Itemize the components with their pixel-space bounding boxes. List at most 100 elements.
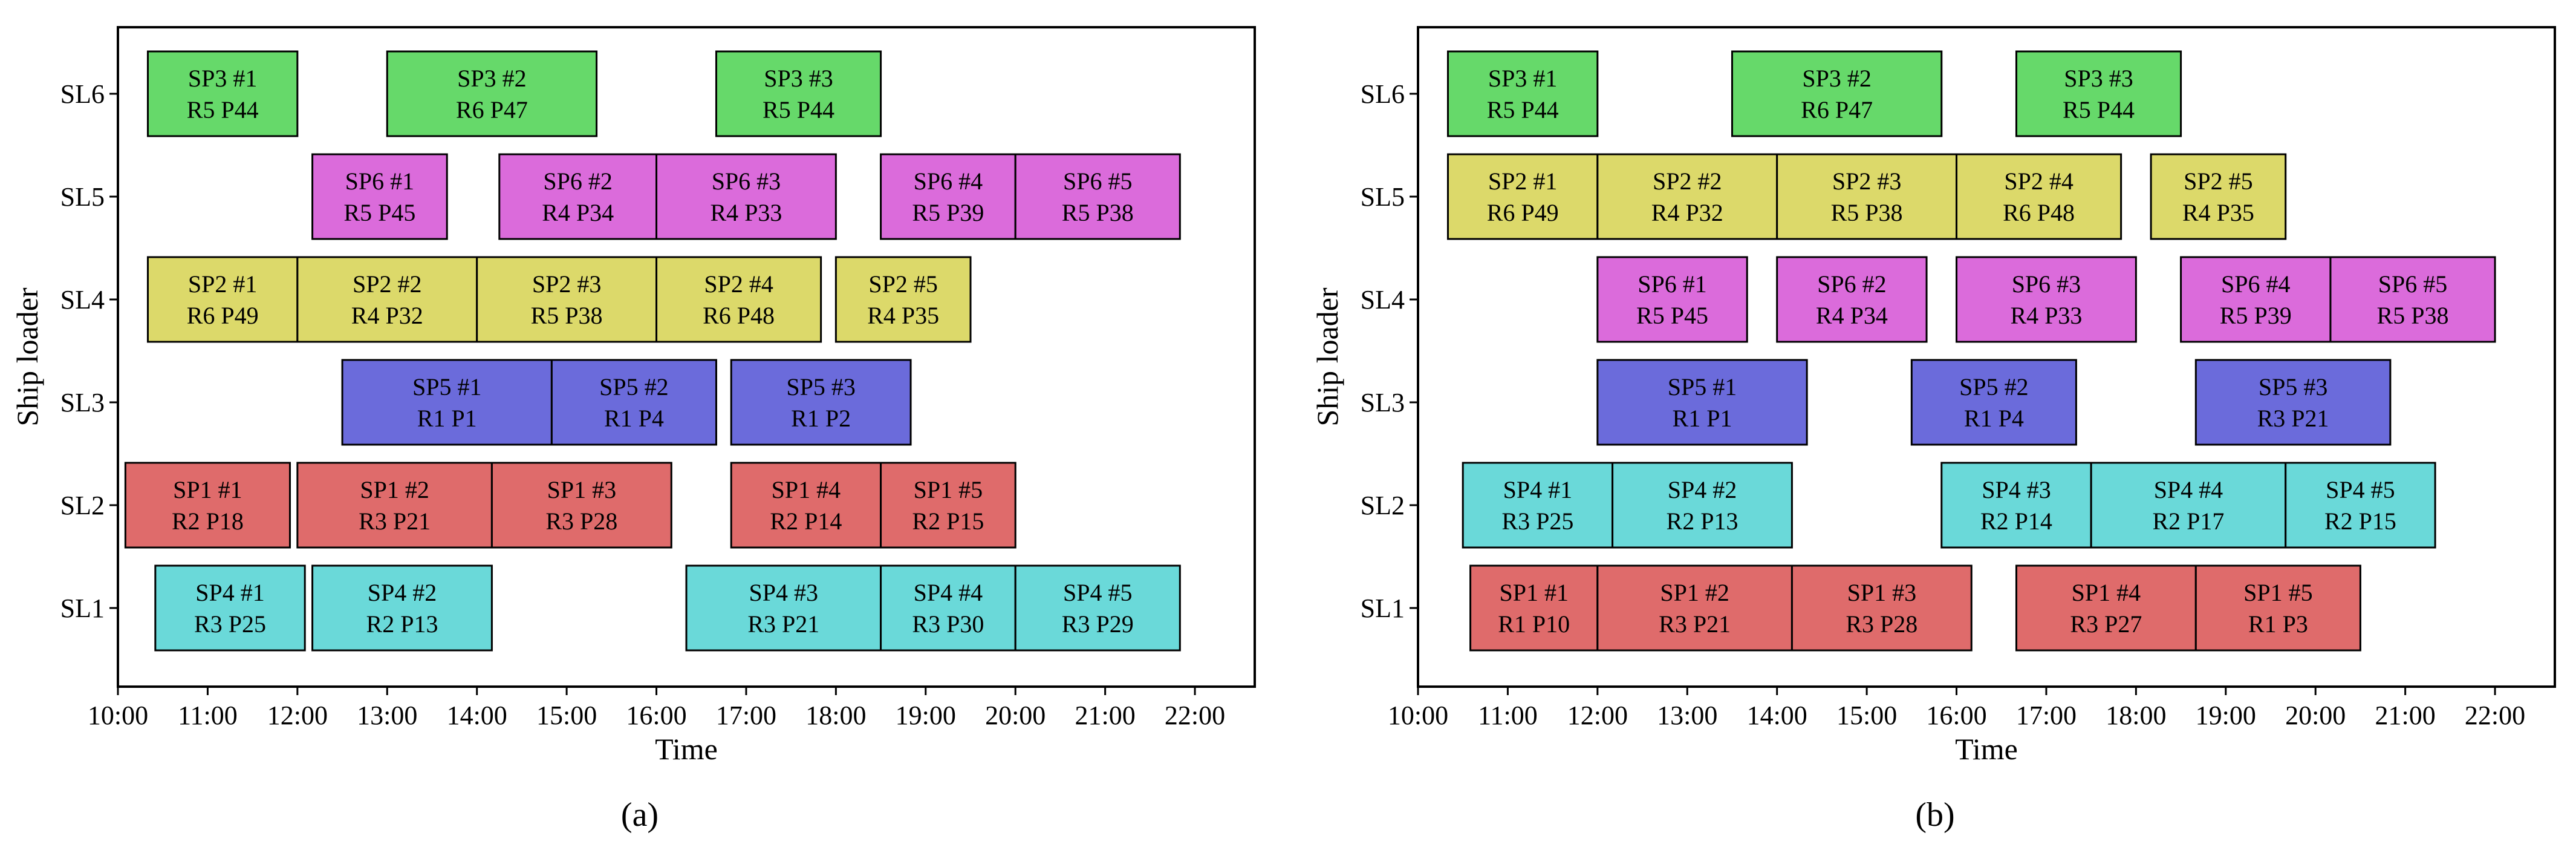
- bar-label-id: SP2 #5: [2184, 168, 2253, 195]
- gantt-bar: SP5 #2R1 P4: [550, 359, 717, 446]
- bar-label-id: SP1 #4: [772, 476, 841, 503]
- bar-label-detail: R1 P3: [2248, 610, 2308, 638]
- bar-label-detail: R6 P47: [1801, 96, 1873, 123]
- bar-rect: [730, 462, 882, 549]
- bar-rect: [1446, 50, 1599, 137]
- bar-label-detail: R2 P14: [1980, 508, 2052, 535]
- bar-label-id: SP6 #2: [543, 168, 613, 195]
- y-tick-label: SL2: [1361, 491, 1405, 520]
- gantt-bar: SP3 #2R6 P47: [386, 50, 598, 137]
- bar-label-detail: R3 P29: [1062, 610, 1134, 638]
- y-axis-title: Ship loader: [10, 287, 44, 426]
- gantt-bar: SP2 #3R5 P38: [476, 256, 658, 343]
- gantt-bar: SP1 #3R3 P28: [490, 462, 672, 549]
- bar-label-detail: R6 P48: [703, 302, 775, 329]
- bar-label-id: SP5 #3: [786, 373, 856, 400]
- bar-label-detail: R5 P45: [343, 199, 415, 226]
- gantt-bar: SP6 #2R4 P34: [498, 153, 658, 240]
- gantt-bar: SP4 #3R2 P14: [1940, 462, 2092, 549]
- bar-rect: [2180, 256, 2332, 343]
- bar-label-id: SP1 #2: [1660, 579, 1729, 606]
- bar-rect: [1014, 564, 1181, 652]
- x-tick-label: 18:00: [805, 701, 866, 730]
- bar-label-id: SP4 #1: [195, 579, 265, 606]
- x-tick-label: 17:00: [2016, 701, 2077, 730]
- bar-label-id: SP3 #1: [1488, 65, 1558, 92]
- bar-rect: [2090, 462, 2287, 549]
- gantt-bar: SP4 #1R3 P25: [1462, 462, 1614, 549]
- bar-rect: [2329, 256, 2496, 343]
- bar-label-id: SP6 #4: [2221, 270, 2291, 298]
- gantt-bar: SP1 #3 R3 P28: [1791, 564, 1973, 652]
- bar-rect: [655, 256, 822, 343]
- gantt-bar: SP1 #1R1 P10: [1469, 564, 1599, 652]
- x-tick-label: 18:00: [2106, 701, 2166, 730]
- bar-label-id: SP1 #3: [1847, 579, 1917, 606]
- bar-label-id: SP1 #1: [1499, 579, 1569, 606]
- x-tick-label: 16:00: [626, 701, 686, 730]
- bar-rect: [1910, 359, 2077, 446]
- gantt-bar: SP1 #2R3 P21: [296, 462, 493, 549]
- bar-rect: [1446, 153, 1599, 240]
- x-tick-label: 22:00: [2465, 701, 2525, 730]
- panel-label: (a): [621, 796, 659, 834]
- bar-label-detail: R5 P39: [912, 199, 984, 226]
- x-tick-label: 11:00: [178, 701, 238, 730]
- x-axis-title: Time: [1955, 732, 2018, 766]
- bar-label-id: SP1 #4: [2072, 579, 2141, 606]
- bar-label-id: SP1 #5: [2243, 579, 2313, 606]
- gantt-bar: SP2 #5R4 P35: [2150, 153, 2287, 240]
- gantt-bar: SP5 #1R1 P1: [341, 359, 553, 446]
- gantt-bar: SP2 #1 R6 P49: [146, 256, 299, 343]
- bar-label-id: SP4 #2: [368, 579, 437, 606]
- bar-label-id: SP4 #5: [1063, 579, 1133, 606]
- x-tick-label: 19:00: [2196, 701, 2256, 730]
- bar-label-detail: R2 P15: [912, 508, 984, 535]
- bar-rect: [834, 256, 972, 343]
- bar-label-detail: R6 P47: [456, 96, 528, 123]
- bar-rect: [296, 256, 478, 343]
- bar-label-id: SP3 #1: [188, 65, 258, 92]
- gantt-bar: SP2 #3R5 P38: [1776, 153, 1958, 240]
- y-tick-label: SL3: [60, 388, 105, 417]
- gantt-bar: SP2 #2R4 P32: [296, 256, 478, 343]
- bar-label-detail: R3 P28: [1846, 610, 1917, 638]
- x-tick-label: 12:00: [1567, 701, 1628, 730]
- plot-frame: [117, 26, 1256, 688]
- bar-label-detail: R2 P14: [770, 508, 842, 535]
- bar-label-id: SP4 #3: [749, 579, 819, 606]
- bar-label-id: SP2 #2: [353, 270, 422, 298]
- gantt-bar: SP6 #2R4 P34: [1776, 256, 1928, 343]
- bar-label-detail: R6 P49: [187, 302, 259, 329]
- bar-rect: [880, 462, 1016, 549]
- bar-label-detail: R5 P38: [2377, 302, 2449, 329]
- bar-rect: [2150, 153, 2287, 240]
- bar-label-id: SP2 #5: [868, 270, 938, 298]
- gantt-bar: SP6 #5R5 P38: [1014, 153, 1181, 240]
- bar-rect: [1596, 153, 1778, 240]
- bar-label-detail: R1 P2: [791, 405, 851, 432]
- gantt-bar: SP3 #3R5 P44: [715, 50, 882, 137]
- gantt-bar: SP2 #4R6 P48: [1956, 153, 2122, 240]
- bar-label-id: SP2 #2: [1653, 168, 1722, 195]
- bar-label-detail: R5 P38: [531, 302, 603, 329]
- x-tick-label: 14:00: [447, 701, 507, 730]
- y-tick-label: SL1: [1361, 593, 1405, 623]
- bar-rect: [655, 153, 837, 240]
- x-tick-label: 21:00: [2375, 701, 2436, 730]
- x-tick-label: 10:00: [1388, 701, 1448, 730]
- bar-rect: [2285, 462, 2436, 549]
- bar-rect: [1596, 359, 1808, 446]
- gantt-bar: SP1 #5R2 P15: [880, 462, 1016, 549]
- bar-label-id: SP2 #1: [188, 270, 258, 298]
- gantt-bar: SP4 #4R3 P30: [880, 564, 1016, 652]
- bar-label-id: SP4 #4: [914, 579, 983, 606]
- gantt-bar: SP3 #3R5 P44: [2015, 50, 2182, 137]
- bar-rect: [1956, 153, 2122, 240]
- bar-label-id: SP4 #1: [1503, 476, 1573, 503]
- bar-label-detail: R1 P4: [604, 405, 664, 432]
- bar-label-id: SP3 #2: [1802, 65, 1872, 92]
- y-tick-label: SL2: [60, 491, 105, 520]
- bar-rect: [1596, 564, 1793, 652]
